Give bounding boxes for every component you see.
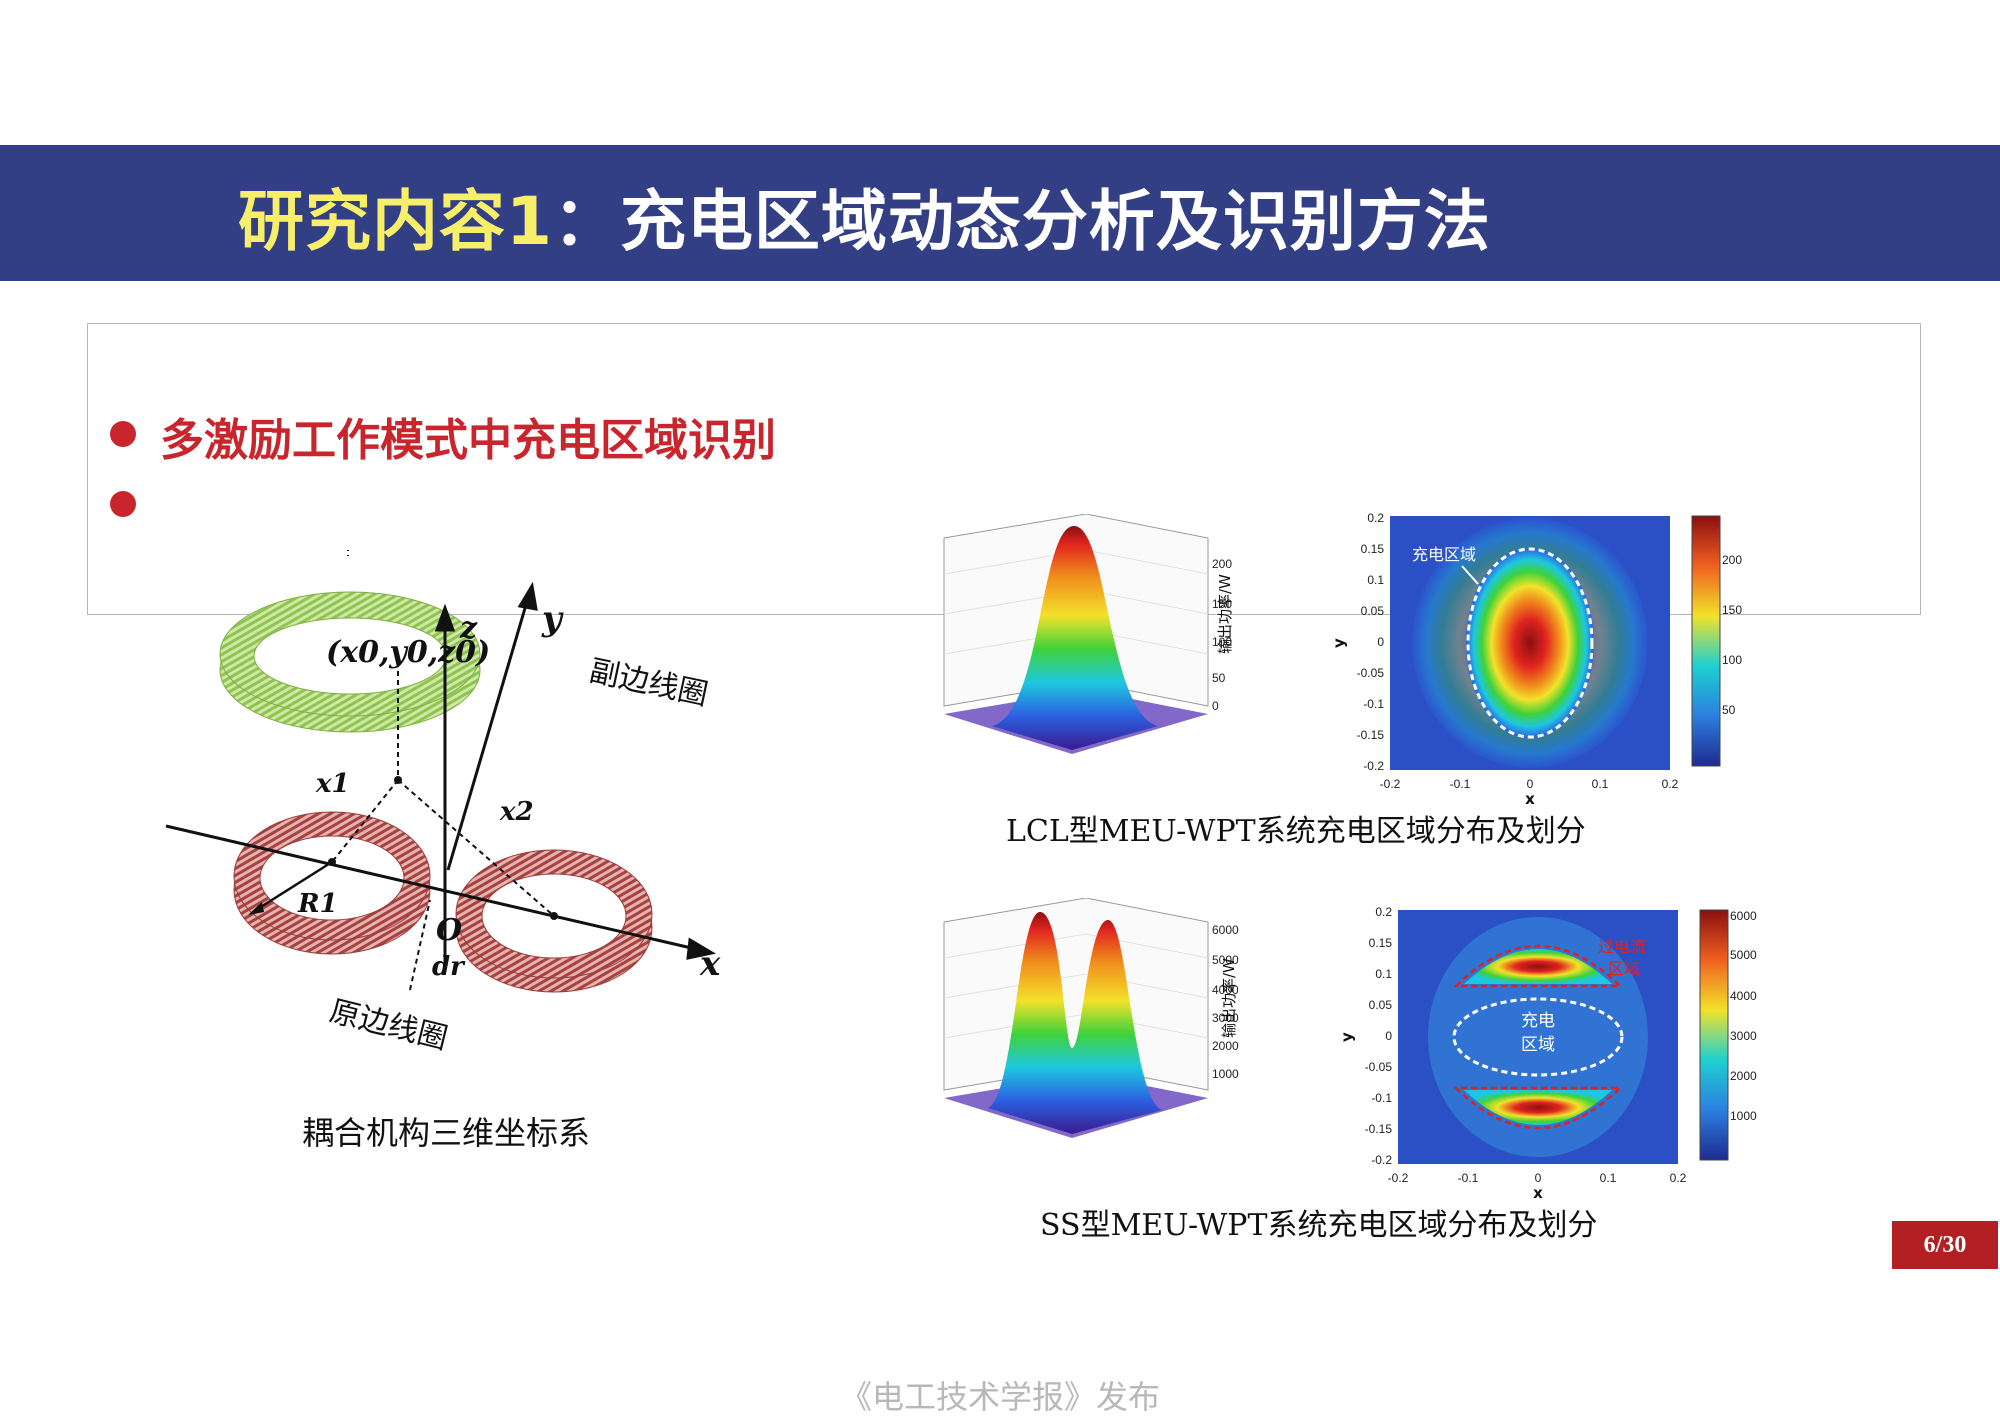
svg-text:0.05: 0.05 [1369,998,1393,1012]
primary-coil-right [455,849,653,993]
svg-text:100: 100 [1212,635,1232,649]
lcl-caption: LCL型MEU-WPT系统充电区域分布及划分 [1006,814,1586,849]
lcl-heatmap-ylabel: y [1330,638,1348,648]
svg-text:-0.05: -0.05 [1357,666,1385,680]
svg-text:-0.15: -0.15 [1365,1122,1393,1136]
footer-publisher: 《电工技术学报》发布 [839,1378,1160,1416]
svg-text:0.2: 0.2 [1662,777,1679,791]
ss-heatmap-ylabel: y [1338,1032,1356,1042]
svg-text:2000: 2000 [1730,1069,1757,1083]
svg-text:0: 0 [1385,1029,1392,1043]
svg-text:0.2: 0.2 [1375,905,1392,919]
lcl-heatmap: 充电区域 0.2 0.15 0.1 0.05 0 -0.05 -0.1 -0.15 -0.2… [1330,511,1742,806]
bullet-dot-2 [110,491,136,517]
svg-text:-0.05: -0.05 [1365,1060,1393,1074]
svg-text:0: 0 [1212,699,1219,713]
svg-text:6000: 6000 [1730,909,1757,923]
ss-heatmap: 过电流 区域 充电 区域 0.2 0.15 0.1 0.05 0 -0.05 -0.1 -… [1338,905,1757,1200]
svg-text:-0.2: -0.2 [1380,777,1401,791]
svg-text:-0.15: -0.15 [1357,728,1385,742]
svg-text:-0.1: -0.1 [1363,697,1384,711]
title-rest: 充电区域动态分析及识别方法 [619,183,1491,260]
svg-text:200: 200 [1212,557,1232,571]
lcl-surface-ylabel: 输出功率/W [1216,574,1234,654]
lcl-charge-region-label: 充电区域 [1412,545,1476,564]
svg-text:0: 0 [1527,777,1534,791]
svg-text:-0.1: -0.1 [1458,1171,1479,1185]
svg-text:0.1: 0.1 [1592,777,1609,791]
svg-text:5000: 5000 [1212,953,1239,967]
svg-text:150: 150 [1212,597,1232,611]
svg-text:-0.2: -0.2 [1371,1153,1392,1167]
svg-text:1000: 1000 [1212,1067,1239,1081]
ss-charge-label-1: 充电 [1521,1011,1555,1031]
svg-text:0.15: 0.15 [1361,542,1385,556]
svg-text:100: 100 [1722,653,1742,667]
primary-coil-left [233,811,431,955]
svg-text:0: 0 [1535,1171,1542,1185]
svg-text:6000: 6000 [1212,923,1239,937]
title-banner [0,145,2000,281]
ss-overcurrent-label-1: 过电流 [1598,937,1646,956]
svg-text:0.1: 0.1 [1375,967,1392,981]
origin-label: O [436,913,462,948]
svg-text:-0.1: -0.1 [1450,777,1471,791]
axis-x-label: x [699,944,721,984]
svg-text:3000: 3000 [1730,1029,1757,1043]
ss-overcurrent-label-2: 区域 [1608,959,1640,978]
x2-label: x2 [499,797,534,827]
svg-text:-0.1: -0.1 [1371,1091,1392,1105]
slide-title: 研究内容1：充电区域动态分析及识别方法 [238,168,1491,264]
title-separator: ： [552,183,620,260]
svg-text:0.2: 0.2 [1367,511,1384,525]
svg-text:150: 150 [1722,603,1742,617]
svg-text:50: 50 [1212,671,1226,685]
ss-caption: SS型MEU-WPT系统充电区域分布及划分 [1040,1208,1598,1243]
title-prefix: 研究内容1 [238,183,553,260]
svg-text:200: 200 [1722,553,1742,567]
bullet-text-1: 多激励工作模式中充电区域识别 [160,415,776,466]
svg-text:0.2: 0.2 [1670,1171,1687,1185]
ss-heatmap-xlabel: x [1533,1184,1543,1200]
svg-text:5000: 5000 [1730,948,1757,962]
ss-surface-ylabel: 输出功率/W [1220,958,1238,1038]
svg-text:2000: 2000 [1212,1039,1239,1053]
lcl-surface-plot: 200 150 100 50 0 输出功率/W [943,514,1234,754]
r1-label: R1 [297,889,338,919]
axis-y-label: y [541,599,564,639]
point-label: (x0,y0,z0) [326,635,490,670]
svg-text:3000: 3000 [1212,1011,1239,1025]
svg-text:0.1: 0.1 [1600,1171,1617,1185]
svg-text:0: 0 [1377,635,1384,649]
svg-text:50: 50 [1722,703,1736,717]
svg-text:0.05: 0.05 [1361,604,1385,618]
dr-label: dr [432,952,466,982]
page-number-badge: 6/30 [1892,1221,1998,1269]
coil-figure-caption: 耦合机构三维坐标系 [302,1114,591,1152]
bullet-dot-1 [110,421,136,447]
svg-text:4000: 4000 [1212,983,1239,997]
svg-text:-0.2: -0.2 [1388,1171,1409,1185]
secondary-coil-label: 副边线圈 [586,654,711,713]
svg-text:1000: 1000 [1730,1109,1757,1123]
coil-coordinate-figure: (x0,y0,z0) y z x O x1 x2 R1 dr 副边线圈 原边线圈 [165,550,721,1057]
ss-surface-plot: 6000 5000 4000 3000 2000 1000 输出功率/W [943,898,1239,1138]
svg-text:-0.2: -0.2 [1363,759,1384,773]
axis-z-label: z [459,611,478,646]
axes [165,581,717,970]
lcl-heatmap-xlabel: x [1525,790,1535,806]
svg-text:0.1: 0.1 [1367,573,1384,587]
svg-text:4000: 4000 [1730,989,1757,1003]
x1-label: x1 [315,769,350,799]
primary-coil-label: 原边线圈 [326,994,451,1057]
svg-text:0.15: 0.15 [1369,936,1393,950]
ss-charge-label-2: 区域 [1521,1035,1555,1055]
